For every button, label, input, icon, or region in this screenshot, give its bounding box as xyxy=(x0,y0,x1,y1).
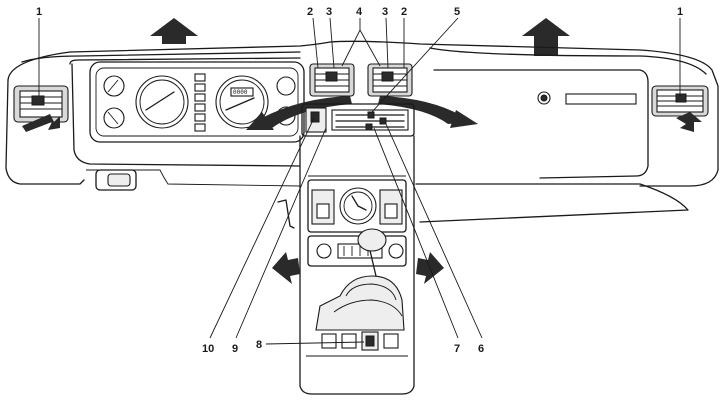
callout-7: 7 xyxy=(454,343,460,355)
callout-8: 8 xyxy=(256,339,262,351)
airflow-arrow-center-right xyxy=(378,96,478,128)
passenger-shelf xyxy=(415,183,689,223)
fuel-gauge xyxy=(103,75,125,97)
center-vent-right xyxy=(367,63,413,97)
callout-3-right: 3 xyxy=(382,6,388,18)
callout-3-left: 3 xyxy=(326,6,332,18)
heater-lever-middle xyxy=(379,117,387,125)
left-side-vent xyxy=(13,85,69,123)
console-switch-row xyxy=(321,331,399,351)
ventilation-lever xyxy=(277,199,295,229)
callout-6: 6 xyxy=(478,343,484,355)
heater-lever-top xyxy=(367,111,375,119)
callout-4: 4 xyxy=(356,6,363,18)
glovebox-panel xyxy=(433,69,649,179)
instrument-cluster: 0000 xyxy=(89,61,305,143)
airflow-arrow-left-vent xyxy=(22,114,60,132)
speedometer xyxy=(135,75,189,129)
heater-lever-bottom xyxy=(365,123,373,131)
callout-2-right: 2 xyxy=(401,6,407,18)
gear-boot xyxy=(315,275,405,331)
center-console xyxy=(299,135,415,395)
airflow-arrow-top-right xyxy=(522,18,570,56)
dashboard-body xyxy=(5,40,719,187)
center-vent-left xyxy=(309,63,355,97)
callout-2-left: 2 xyxy=(307,6,313,18)
temp-gauge xyxy=(103,107,125,129)
callout-1-left: 1 xyxy=(36,6,42,18)
callout-5: 5 xyxy=(454,6,460,18)
heater-control-panel xyxy=(301,103,415,137)
airflow-arrow-top-left xyxy=(150,18,198,44)
fan-switch xyxy=(310,111,320,123)
gear-knob xyxy=(357,228,387,252)
odometer-readout: 0000 xyxy=(233,89,248,96)
hood-release-handle xyxy=(95,169,137,191)
callout-10: 10 xyxy=(202,343,214,355)
airflow-arrow-footwell-left xyxy=(272,252,300,284)
tachometer xyxy=(215,75,269,129)
callout-labels: 1 2 3 4 3 2 5 1 10 9 8 7 6 xyxy=(36,6,683,355)
warning-lights xyxy=(194,73,206,132)
airflow-arrow-right-vent xyxy=(676,112,702,132)
callout-1-right: 1 xyxy=(677,6,683,18)
leader-lines xyxy=(38,17,681,345)
callout-9: 9 xyxy=(232,343,238,355)
